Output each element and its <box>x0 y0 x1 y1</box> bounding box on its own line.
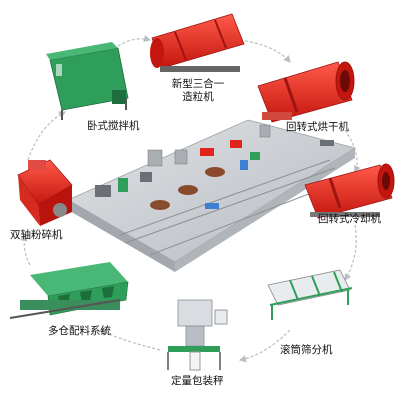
arrow-packer-batching <box>98 329 161 351</box>
rotary-cooler-illustration <box>304 163 395 219</box>
drum-screener-illustration <box>267 269 353 320</box>
arrow-crusher-mixer <box>27 111 67 161</box>
production-floor <box>67 119 356 272</box>
batching-system-illustration <box>9 262 129 319</box>
arrow-dryer-cooler <box>344 129 361 174</box>
arrow-screener-packer <box>238 329 291 363</box>
label-batching: 多仓配料系统 <box>48 325 111 337</box>
label-granulator: 新型三合一造粒机 <box>171 78 225 103</box>
arrow-mixer-granulator <box>109 35 152 53</box>
label-packer: 定量包装秤 <box>171 375 224 387</box>
label-crusher: 双轴粉碎机 <box>10 229 63 241</box>
flow-arrows <box>20 35 361 363</box>
arrow-granulator-dryer <box>239 39 291 63</box>
arrow-batching-crusher <box>20 233 31 266</box>
label-screener: 滚筒筛分机 <box>280 344 333 356</box>
label-dryer: 回转式烘干机 <box>286 121 349 133</box>
crusher-illustration <box>17 159 73 226</box>
label-cooler: 回转式冷却机 <box>318 213 381 225</box>
rotary-dryer-illustration <box>257 61 355 123</box>
horizontal-mixer-illustration <box>46 42 129 120</box>
granulator-illustration <box>150 13 245 72</box>
packing-scale-illustration <box>167 299 228 371</box>
label-mixer: 卧式搅拌机 <box>87 120 140 132</box>
arrow-cooler-screener <box>344 224 357 282</box>
